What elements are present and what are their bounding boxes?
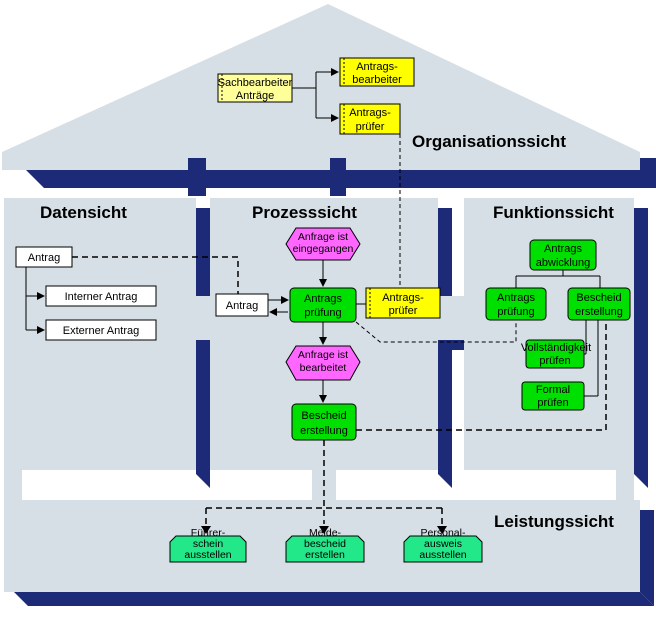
event-processed-line1: Anfrage ist <box>298 349 348 361</box>
data-entity-external: Externer Antrag <box>45 319 157 341</box>
process-decision-line2: erstellung <box>300 425 348 437</box>
process-decision-line1: Bescheid <box>301 410 346 422</box>
org-checker-line1: Antrags- <box>349 107 391 119</box>
org-checker-line2: prüfer <box>356 121 385 133</box>
service-registration-line3: erstellen <box>305 549 345 561</box>
function-decision-line2: erstellung <box>575 306 623 318</box>
function-decision-line1: Bescheid <box>576 292 621 304</box>
process-data-antrag: Antrag <box>215 293 269 317</box>
org-editor-line2: bearbeiter <box>352 74 402 86</box>
service-license-line2: schein <box>193 538 224 550</box>
org-clerk-line1: Sachbearbeiter <box>218 77 293 89</box>
data-entity-internal: Interner Antrag <box>45 285 157 307</box>
service-arrowheads <box>201 526 447 534</box>
function-check-line1: Antrags <box>497 292 535 304</box>
service-license-line3: ausstellen <box>184 549 231 561</box>
function-view-panel <box>464 198 634 470</box>
function-root-line1: Antrags <box>544 243 582 255</box>
process-role-line1: Antrags- <box>382 292 424 304</box>
process-function-decision: Bescheid erstellung <box>291 403 357 441</box>
service-registration-line2: bescheid <box>304 538 346 550</box>
process-role-line2: prüfer <box>389 305 418 317</box>
org-checker-box: Antrags- prüfer <box>339 103 401 135</box>
service-idcard-line1: Personal- <box>421 527 466 539</box>
link-process-check-to-function <box>355 320 517 343</box>
service-view-title: Leistungssicht <box>494 512 614 531</box>
function-completeness-line1: Vollständigkeit <box>521 342 591 354</box>
event-request-received: Anfrage ist eingegangen <box>285 227 361 261</box>
org-clerk-line2: Anträge <box>236 90 275 102</box>
process-data-label: Antrag <box>226 300 258 312</box>
data-view-title: Datensicht <box>40 203 127 222</box>
function-view-title: Funktionssicht <box>493 203 614 222</box>
beam-shadow-right <box>452 340 464 350</box>
process-view-title: Prozesssicht <box>252 203 357 222</box>
org-editor-line1: Antrags- <box>356 61 398 73</box>
service-registration: Melde- bescheid erstellen <box>285 527 365 563</box>
function-root: Antrags abwicklung <box>529 239 597 271</box>
function-formal-line1: Formal <box>536 384 570 396</box>
process-check-line2: prüfung <box>304 307 341 319</box>
data-entity-antrag: Antrag <box>15 246 73 268</box>
data-external-label: Externer Antrag <box>63 325 139 337</box>
function-completeness: Vollständigkeit prüfen <box>521 339 591 369</box>
data-hierarchy-lines <box>25 267 45 334</box>
org-hierarchy-lines <box>292 68 339 122</box>
link-process-decision-to-function <box>356 322 607 431</box>
process-view-panel <box>210 198 438 470</box>
function-formal: Formal prüfen <box>521 381 585 411</box>
event-processed-line2: bearbeitet <box>300 362 347 374</box>
link-process-to-services <box>205 440 443 528</box>
process-function-check: Antrags prüfung <box>289 287 357 323</box>
service-id-card: Personal- ausweis ausstellen <box>403 527 483 563</box>
beam-left <box>196 296 210 340</box>
data-entity-label: Antrag <box>28 252 60 264</box>
link-data-to-process <box>72 256 239 300</box>
data-internal-label: Interner Antrag <box>65 291 138 303</box>
pillar-left <box>4 470 22 502</box>
event-received-line1: Anfrage ist <box>298 231 348 243</box>
process-role-checker: Antrags- prüfer <box>365 287 441 319</box>
organisation-view-title: Organisationssicht <box>412 132 566 151</box>
organisation-roof <box>2 4 640 170</box>
process-check-line1: Antrags <box>304 293 342 305</box>
service-license-line1: Führer- <box>191 527 226 539</box>
function-tree-lines <box>515 270 601 397</box>
function-completeness-line2: prüfen <box>539 355 570 367</box>
event-request-processed: Anfrage ist bearbeitet <box>285 345 361 381</box>
org-clerk-box: Sachbearbeiter Anträge <box>217 73 293 103</box>
beam-right <box>438 296 464 340</box>
service-idcard-line2: ausweis <box>424 538 462 550</box>
org-editor-box: Antrags- bearbeiter <box>339 57 415 87</box>
beam-shadow-left <box>196 340 210 350</box>
function-check: Antrags prüfung <box>485 287 547 321</box>
pillar-right <box>616 470 634 502</box>
function-root-line2: abwicklung <box>536 257 590 269</box>
function-decision: Bescheid erstellung <box>567 287 631 321</box>
function-check-line2: prüfung <box>497 306 534 318</box>
service-idcard-line3: ausstellen <box>419 549 466 561</box>
event-received-line2: eingegangen <box>293 243 354 255</box>
service-license: Führer- schein ausstellen <box>169 527 247 563</box>
function-formal-line2: prüfen <box>537 397 568 409</box>
roof-pillar-gaps <box>188 158 346 196</box>
service-registration-line1: Melde- <box>309 527 342 539</box>
